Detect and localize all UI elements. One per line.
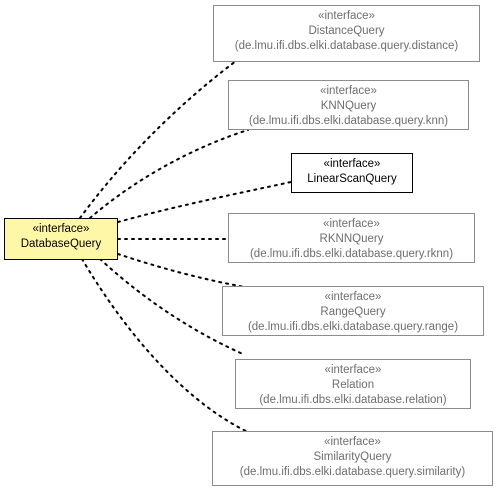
stereotype-label: «interface» [324,364,382,376]
similarity-query-node[interactable]: «interface» SimilarityQuery (de.lmu.ifi.… [212,431,493,486]
knn-query-node[interactable]: «interface» KNNQuery (de.lmu.ifi.dbs.elk… [228,80,469,130]
relation-node[interactable]: «interface» Relation (de.lmu.ifi.dbs.elk… [235,359,471,409]
distance-query-node[interactable]: «interface» DistanceQuery (de.lmu.ifi.db… [213,5,480,62]
package-label: (de.lmu.ifi.dbs.elki.database.query.rang… [247,321,459,333]
edge-to-similarity-query [81,258,251,434]
stereotype-label: «interface» [32,223,90,235]
package-label: (de.lmu.ifi.dbs.elki.database.query.simi… [239,466,466,478]
stereotype-label: «interface» [324,436,381,448]
class-name: DistanceQuery [308,25,385,37]
stereotype-label: «interface» [324,291,382,303]
edge-to-relation [99,258,246,356]
class-name: Relation [331,379,375,391]
package-label: (de.lmu.ifi.dbs.elki.database.query.knn) [248,115,449,127]
rknn-query-node[interactable]: «interface» RKNNQuery (de.lmu.ifi.dbs.el… [228,213,475,263]
edge-to-linear-scan-query [117,181,292,223]
class-name: SimilarityQuery [313,451,392,463]
edge-to-distance-query [79,57,241,219]
stereotype-label: «interface» [318,10,375,22]
class-name: LinearScanQuery [307,173,397,185]
edge-to-knn-query [89,129,249,219]
package-label: (de.lmu.ifi.dbs.elki.database.query.dist… [234,40,459,52]
stereotype-label: «interface» [323,158,381,170]
range-query-node[interactable]: «interface» RangeQuery (de.lmu.ifi.dbs.e… [222,286,484,336]
package-label: (de.lmu.ifi.dbs.elki.database.relation) [259,394,447,406]
linear-scan-query-node[interactable]: «interface» LinearScanQuery [291,153,413,193]
class-name: KNNQuery [320,100,377,112]
class-name: DatabaseQuery [20,238,102,250]
database-query-node[interactable]: «interface» DatabaseQuery [4,218,118,260]
class-name: RKNNQuery [319,233,384,245]
class-name: RangeQuery [320,306,386,318]
package-label: (de.lmu.ifi.dbs.elki.database.query.rknn… [249,248,454,260]
stereotype-label: «interface» [323,218,380,230]
edge-to-range-query [117,253,246,288]
stereotype-label: «interface» [320,85,377,97]
